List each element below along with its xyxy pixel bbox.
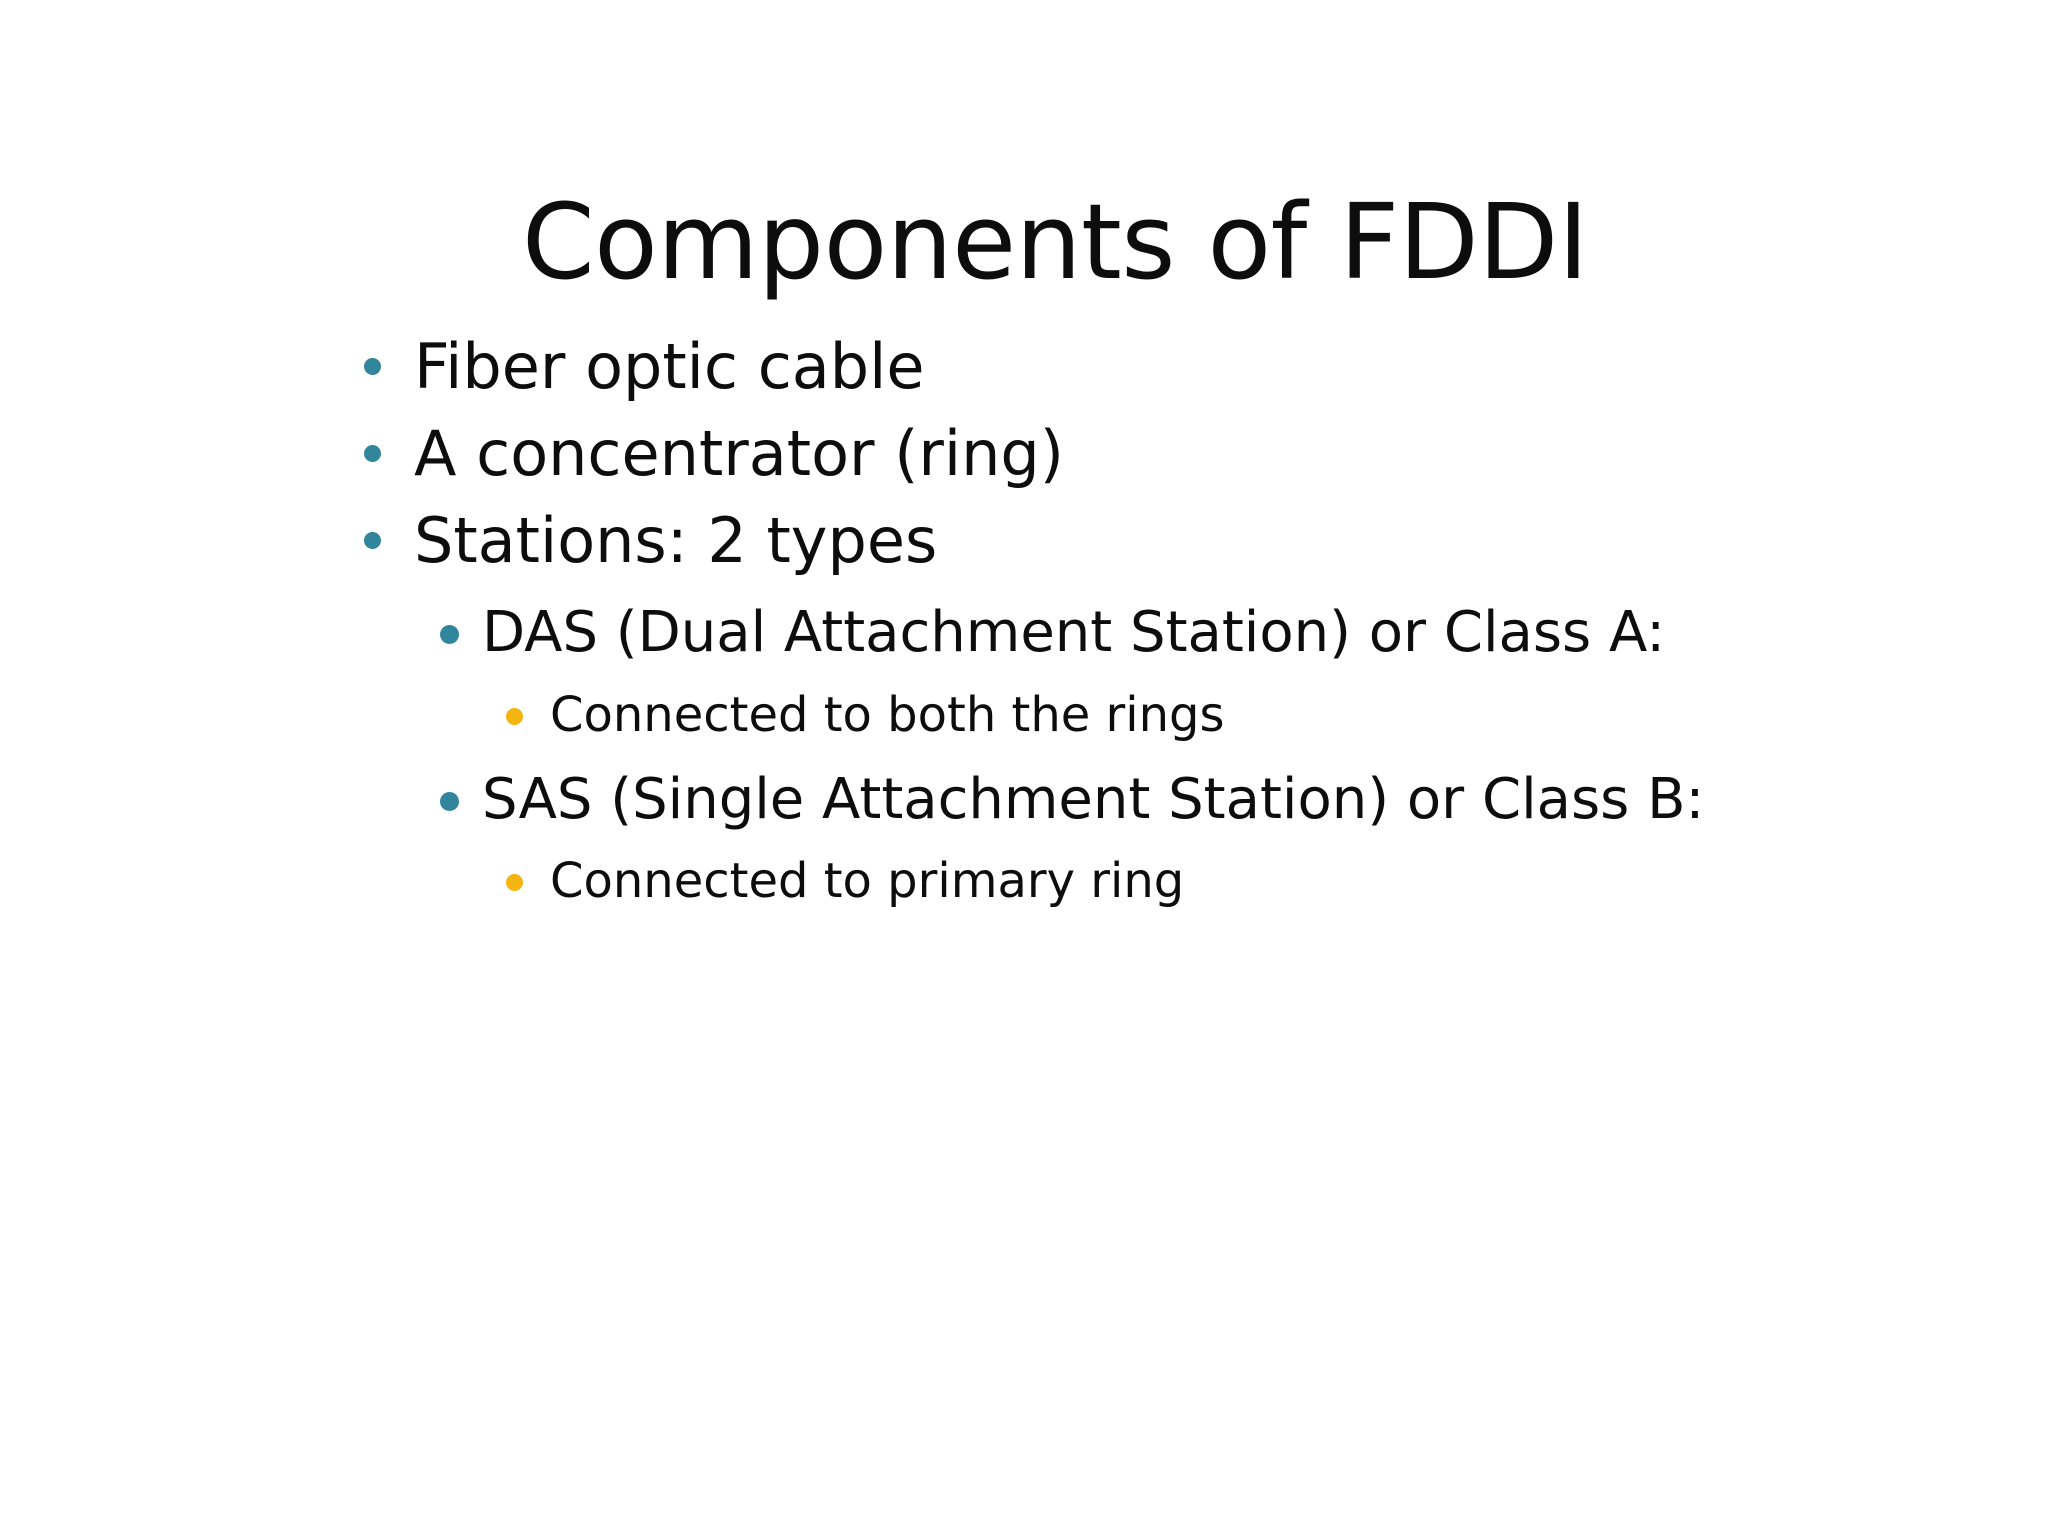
list-item-label: Fiber optic cable bbox=[414, 330, 925, 403]
list-item-label: Stations: 2 types bbox=[414, 504, 938, 578]
list-item-label: Connected to both the rings bbox=[550, 686, 1225, 743]
list-item-label: Connected to primary ring bbox=[550, 853, 1185, 910]
list-item-label: DAS (Dual Attachment Station) or Class A… bbox=[482, 600, 1666, 666]
bullet-list: Fiber optic cable A concentrator (ring) … bbox=[352, 330, 1792, 929]
list-item-label: A concentrator (ring) bbox=[414, 417, 1064, 491]
list-item-label: SAS (Single Attachment Station) or Class… bbox=[482, 767, 1705, 833]
bullet-dot-icon bbox=[506, 707, 523, 725]
bullet-dot-icon bbox=[364, 532, 381, 550]
list-item[interactable]: A concentrator (ring) bbox=[352, 417, 1792, 490]
bullet-dot-icon bbox=[440, 792, 459, 812]
list-item[interactable]: Stations: 2 types bbox=[352, 504, 1792, 577]
bullet-dot-icon bbox=[506, 874, 523, 892]
page-title: Components of FDDI bbox=[522, 180, 1589, 303]
list-item[interactable]: SAS (Single Attachment Station) or Class… bbox=[352, 766, 1792, 833]
bullet-dot-icon bbox=[364, 445, 381, 463]
list-item[interactable]: Connected to primary ring bbox=[352, 853, 1792, 911]
list-item[interactable]: Fiber optic cable bbox=[352, 330, 1792, 403]
bullet-dot-icon bbox=[364, 358, 381, 375]
bullet-dot-icon bbox=[440, 625, 459, 645]
list-item[interactable]: Connected to both the rings bbox=[352, 687, 1792, 745]
list-item[interactable]: DAS (Dual Attachment Station) or Class A… bbox=[352, 599, 1792, 666]
